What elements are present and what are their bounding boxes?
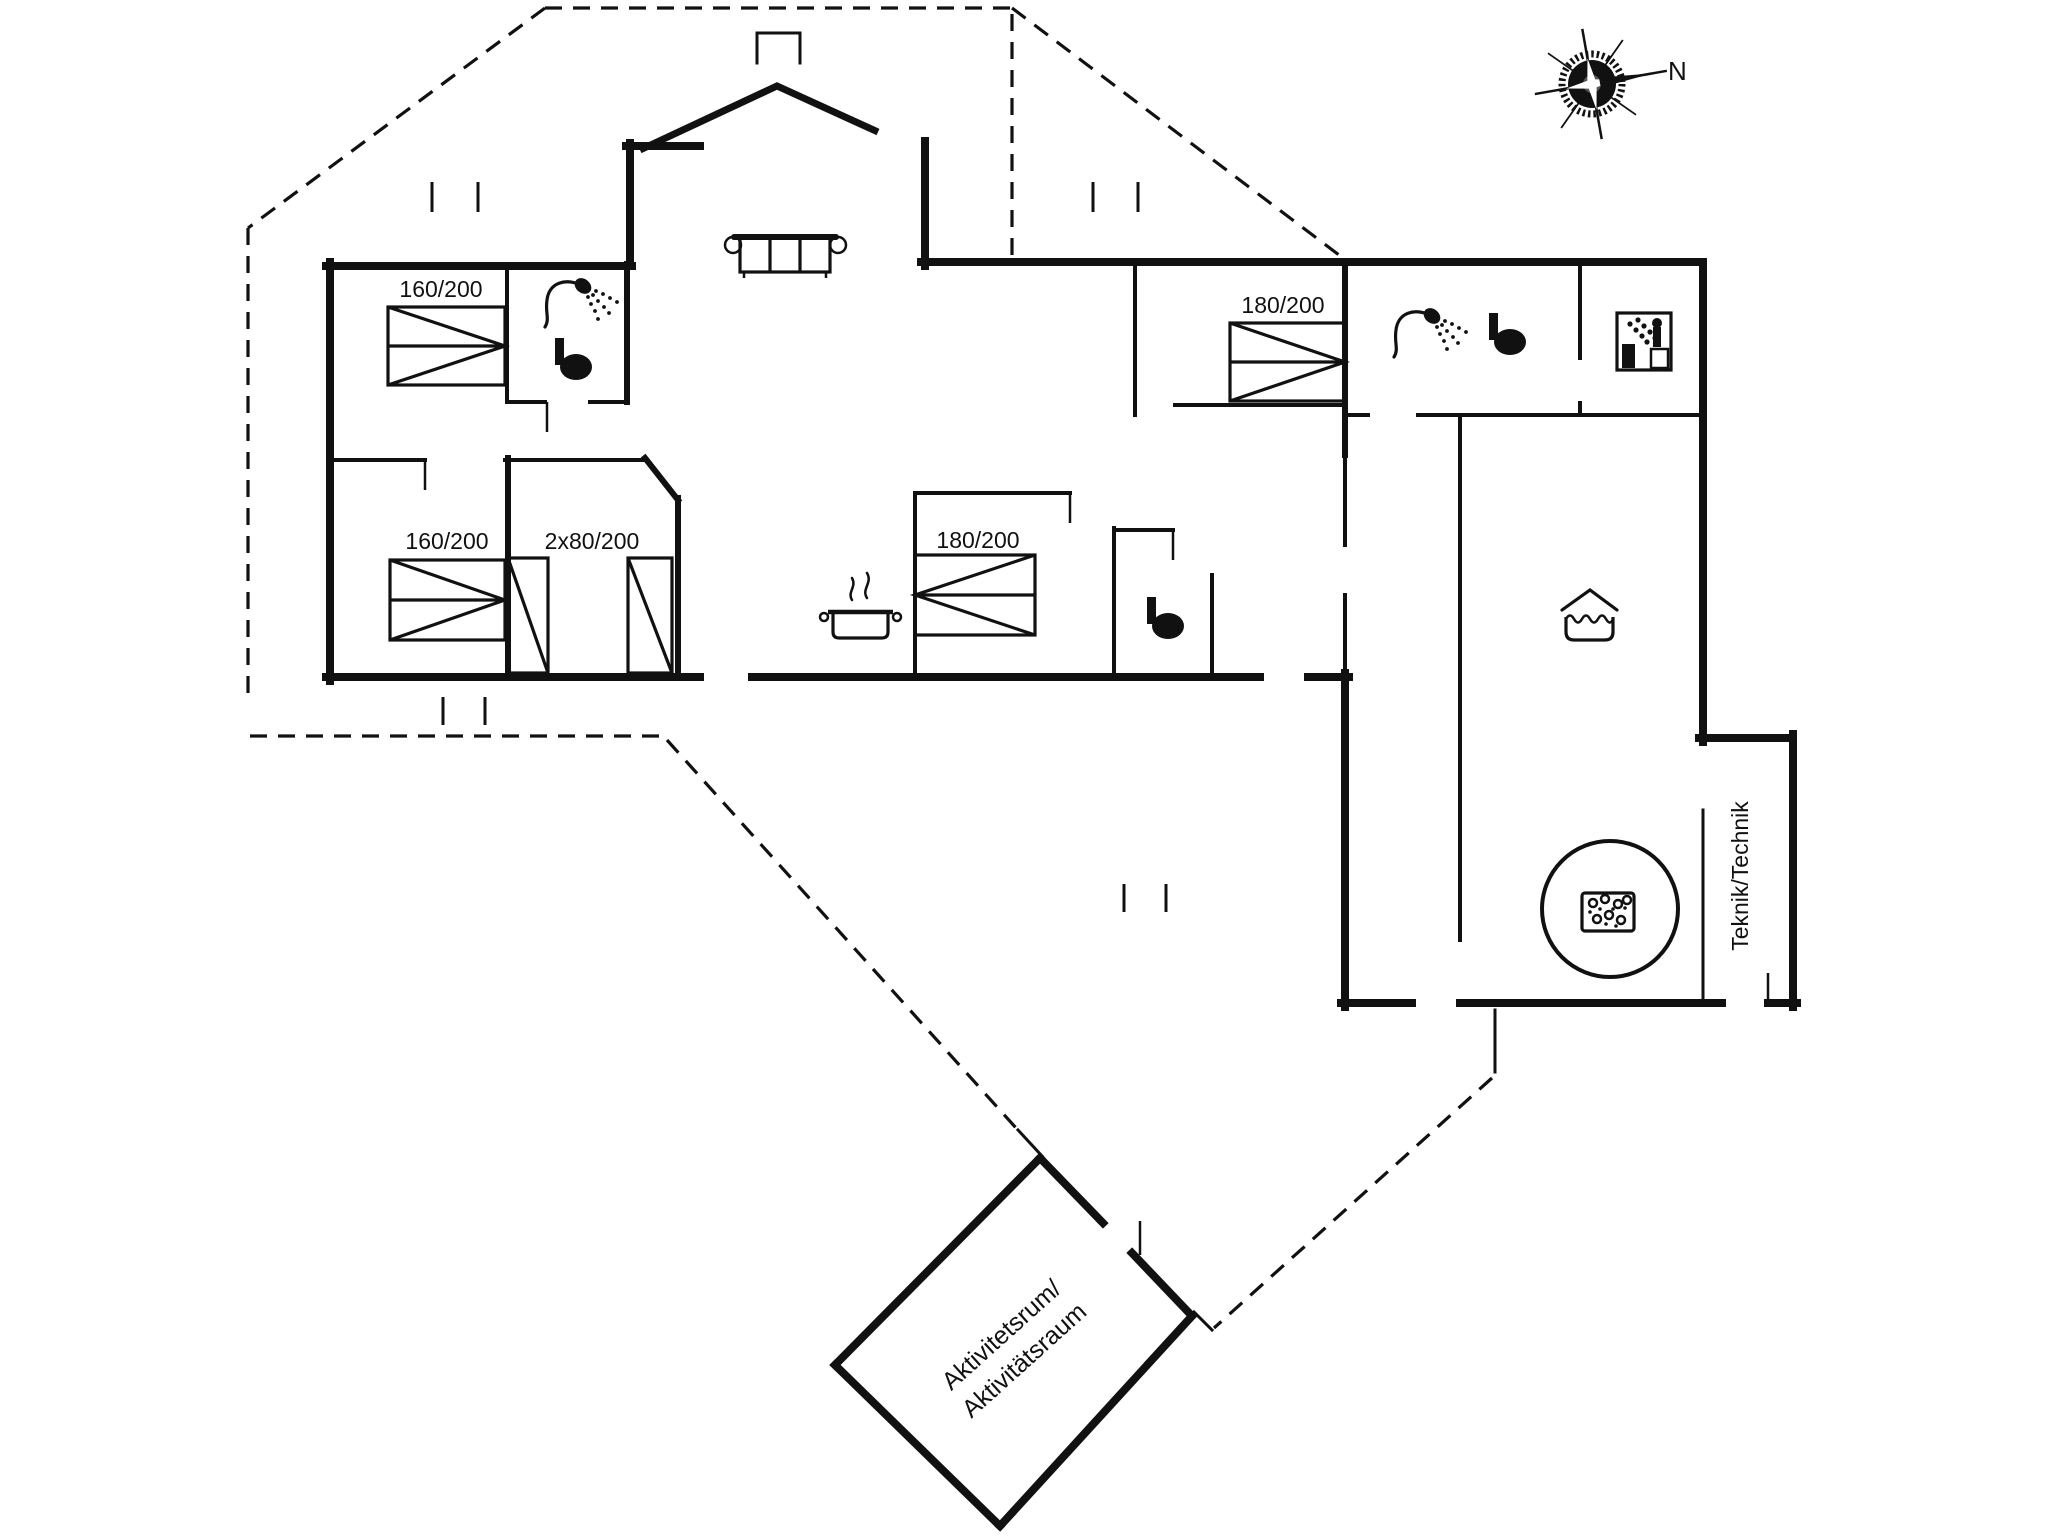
activity-room-walls xyxy=(829,1152,1198,1532)
beds-single-pair: 2x80/200 xyxy=(506,528,674,675)
door-leaves xyxy=(423,402,1770,1003)
sauna-icon xyxy=(1615,311,1673,372)
shower-icon xyxy=(1392,303,1470,359)
toilet-icon xyxy=(1147,597,1184,639)
sofa-icon xyxy=(723,234,848,278)
bed-label-singles: 2x80/200 xyxy=(545,528,640,554)
toilet-icon xyxy=(1489,313,1526,355)
basin-icon xyxy=(1560,588,1619,642)
bed-double-top-right: 180/200 xyxy=(1228,292,1350,403)
cooking-pot-icon xyxy=(818,571,903,640)
bed-double-middle: 180/200 xyxy=(909,527,1037,637)
bed-double-lower-left: 160/200 xyxy=(388,528,510,642)
roof-overhang-dashed-outline xyxy=(246,6,1344,738)
bed-label-middle: 180/200 xyxy=(936,527,1019,553)
window-marks xyxy=(430,182,1168,912)
compass-label: N xyxy=(1668,56,1687,86)
hot-tub-icon xyxy=(1540,839,1680,979)
entrance-gable-icon xyxy=(638,82,880,154)
walkway-dashed-left xyxy=(665,738,1045,1159)
bed-double-top-left: 160/200 xyxy=(386,276,511,387)
shower-icon xyxy=(543,273,621,329)
chimney-icon xyxy=(755,31,802,65)
bed-label-top-right: 180/200 xyxy=(1241,292,1324,318)
technical-room-label: Teknik/Technik xyxy=(1727,801,1753,951)
compass-rose-icon xyxy=(1534,28,1668,140)
bed-label-top-left: 160/200 xyxy=(399,276,482,302)
bed-label-lower-left: 160/200 xyxy=(405,528,488,554)
exterior-walls xyxy=(322,137,1801,1011)
walkway-dashed-right xyxy=(1191,1008,1497,1333)
dashed-topleft-diagonal xyxy=(247,6,546,230)
interior-walls xyxy=(328,259,1705,1002)
activity-room-label: Aktivitetsrum/ Aktivitätsraum xyxy=(937,1275,1093,1424)
toilet-icon xyxy=(555,338,592,380)
dashed-topright-diagonal xyxy=(1011,6,1344,260)
